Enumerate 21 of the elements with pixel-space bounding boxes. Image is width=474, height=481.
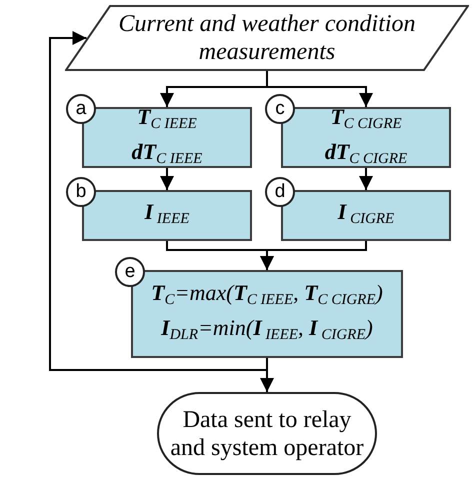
formula: dT$_{C CIGRE}$ [324,138,408,168]
step-marker: a [66,94,96,124]
step-marker: d [265,177,295,207]
formula: I $_{IEEE}$ [144,198,190,229]
formula: dT$_{C IEEE}$ [132,138,202,168]
formula: I$_{DLR}$=min(I $_{IEEE}$, I $_{CIGRE}$) [161,314,373,345]
formula: T$_{C IEEE}$ [137,102,197,134]
formula: I $_{CIGRE}$ [338,198,394,229]
arrow [49,31,268,371]
input-parallelogram [65,5,469,71]
arrow [160,168,174,190]
formula: T$_{C}$=max(T$_{C IEEE}$, T$_{C CIGRE}$) [151,279,383,310]
step-marker: b [66,177,96,207]
arrow [266,71,373,107]
formula: T$_{C CIGRE}$ [330,102,402,134]
arrow [359,168,373,190]
step-marker: c [265,94,295,124]
node-text: Data sent to relay and system operator [169,406,365,462]
step-marker: e [115,257,145,287]
arrow [260,241,367,270]
node-text: Current and weather condition measurements [117,10,417,66]
